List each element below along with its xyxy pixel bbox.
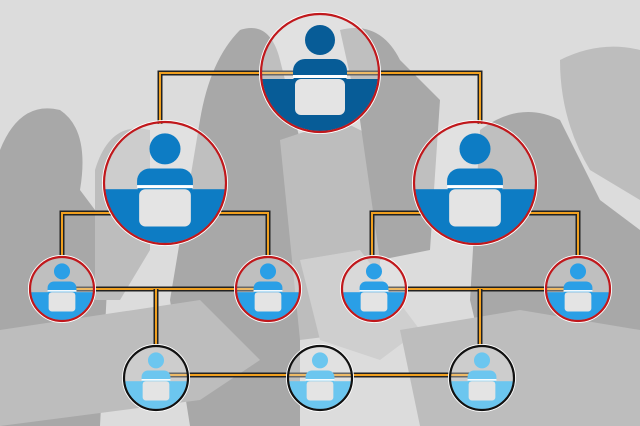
node-ring	[340, 255, 408, 323]
laptop-icon	[468, 381, 496, 401]
person-head-icon	[53, 263, 71, 280]
laptop-icon	[139, 189, 191, 227]
laptop-icon	[295, 79, 345, 115]
person-head-icon	[365, 263, 383, 280]
org-node-level-3	[544, 255, 612, 323]
org-node-level-4	[286, 344, 354, 412]
desk-edge	[47, 290, 77, 292]
person-head-icon	[569, 263, 587, 280]
desk-edge	[253, 290, 283, 292]
desk-edge	[359, 290, 389, 292]
person-head-icon	[259, 263, 277, 280]
org-node-level-2	[102, 120, 228, 246]
desk-edge	[447, 185, 503, 189]
org-node-level-4	[448, 344, 516, 412]
person-at-laptop-icon	[125, 352, 187, 409]
person-silhouette	[0, 300, 260, 426]
people-silhouette-background	[0, 28, 640, 426]
desk-edge	[141, 379, 171, 381]
org-node-level-3	[28, 255, 96, 323]
laptop-icon	[254, 292, 282, 312]
node-ring	[102, 120, 228, 246]
person-head-icon	[459, 133, 491, 165]
desk-edge	[293, 75, 347, 78]
laptop-icon	[449, 189, 501, 227]
node-ring	[448, 344, 516, 412]
laptop-icon	[360, 292, 388, 312]
laptop-icon	[48, 292, 76, 312]
node-ring	[412, 120, 538, 246]
org-node-level-3	[340, 255, 408, 323]
desk-edge	[305, 379, 335, 381]
node-ring	[286, 344, 354, 412]
node-ring	[28, 255, 96, 323]
desk-edge	[563, 290, 593, 292]
person-silhouette	[400, 310, 640, 426]
laptop-icon	[142, 381, 170, 401]
laptop-icon	[564, 292, 592, 312]
person-head-icon	[311, 352, 329, 369]
desk-edge	[137, 185, 193, 189]
node-ring	[122, 344, 190, 412]
person-silhouette	[560, 46, 640, 201]
org-node-level-3	[234, 255, 302, 323]
person-at-laptop-icon	[415, 133, 535, 243]
node-ring	[259, 12, 381, 134]
desk-edge	[467, 379, 497, 381]
org-node-level-2	[412, 120, 538, 246]
node-ring	[234, 255, 302, 323]
laptop-icon	[306, 381, 334, 401]
person-head-icon	[473, 352, 491, 369]
nodes	[28, 12, 612, 412]
node-ring	[544, 255, 612, 323]
person-head-icon	[305, 25, 335, 55]
person-head-icon	[147, 352, 165, 369]
person-head-icon	[149, 133, 181, 165]
org-node-level-4	[122, 344, 190, 412]
